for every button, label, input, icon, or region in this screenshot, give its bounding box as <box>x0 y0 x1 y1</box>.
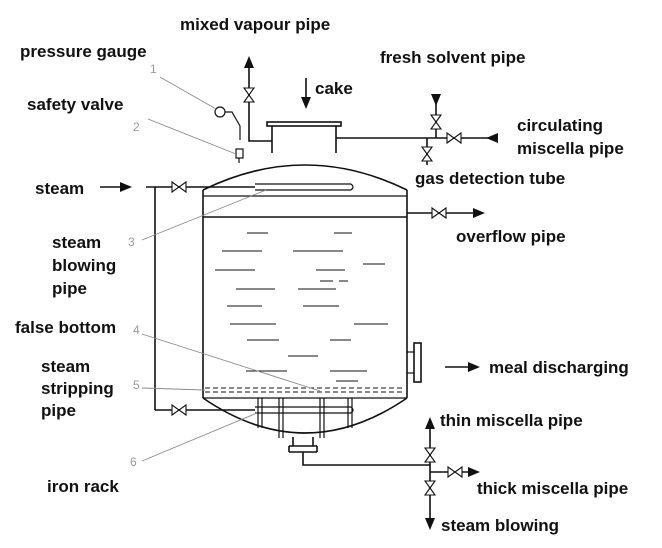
label-steam-blowing-pipe-3: pipe <box>52 279 87 298</box>
label-fresh-solvent-pipe: fresh solvent pipe <box>380 48 525 67</box>
label-steam-stripping-pipe-2: stripping <box>41 379 114 398</box>
label-overflow-pipe: overflow pipe <box>456 227 566 246</box>
steam-blowing-line <box>423 480 437 530</box>
mixed-vapour-line <box>242 56 272 142</box>
liquid-in-tank <box>203 216 407 382</box>
steam-supply-line <box>100 180 255 417</box>
part-number-5: 5 <box>133 378 140 392</box>
solvent-feed-line <box>336 94 498 165</box>
label-thick-miscella-pipe: thick miscella pipe <box>477 479 628 498</box>
label-steam-stripping-pipe-3: pipe <box>41 401 76 420</box>
label-steam: steam <box>35 179 84 198</box>
meal-discharging-arrow <box>445 362 480 372</box>
iron-rack <box>257 398 353 438</box>
steam-stripping-pipe <box>255 406 354 414</box>
part-numbers: 1 2 3 4 5 6 <box>128 62 157 469</box>
thin-miscella-line <box>423 417 437 465</box>
label-circulating: circulating <box>517 116 603 135</box>
thick-miscella-valve-icon <box>447 465 463 479</box>
tank-vessel <box>202 164 408 434</box>
label-iron-rack: iron rack <box>47 477 119 496</box>
label-meal-discharging: meal discharging <box>489 358 629 377</box>
safety-valve-icon <box>235 148 244 163</box>
part-number-4: 4 <box>133 323 140 337</box>
steam-bottom-valve-icon <box>171 403 187 417</box>
overflow-valve-icon <box>431 206 447 220</box>
steam-blowing-valve-icon <box>423 480 437 496</box>
false-bottom-plate <box>205 387 405 393</box>
part-number-3: 3 <box>128 235 135 249</box>
pressure-gauge-icon <box>214 106 241 140</box>
leader-lines <box>141 76 321 462</box>
steam-top-valve-icon <box>171 180 187 194</box>
part-number-6: 6 <box>130 455 137 469</box>
label-steam-blowing-pipe-2: blowing <box>52 256 116 275</box>
steam-blowing-pipe <box>255 183 354 191</box>
label-steam-blowing: steam blowing <box>441 516 559 535</box>
label-miscella-pipe: miscella pipe <box>517 139 624 158</box>
part-number-1: 1 <box>150 62 157 76</box>
label-thin-miscella-pipe: thin miscella pipe <box>440 411 583 430</box>
label-gas-detection-tube: gas detection tube <box>415 169 565 188</box>
fresh-solvent-valve-icon <box>429 114 443 130</box>
gas-detection-valve-icon <box>420 146 434 162</box>
thick-miscella-line <box>430 465 480 479</box>
bottom-outlet <box>288 437 431 520</box>
label-mixed-vapour-pipe: mixed vapour pipe <box>180 15 330 34</box>
part-number-2: 2 <box>133 120 140 134</box>
thin-miscella-valve-icon <box>423 447 437 463</box>
label-pressure-gauge: pressure gauge <box>20 42 147 61</box>
circulating-miscella-valve-icon <box>446 131 462 145</box>
label-false-bottom: false bottom <box>15 318 116 337</box>
mixed-vapour-valve-icon <box>242 87 256 103</box>
label-cake: cake <box>315 79 353 98</box>
cake-inlet <box>266 78 342 153</box>
overflow-line <box>407 206 485 220</box>
label-steam-blowing-pipe-1: steam <box>52 233 101 252</box>
meal-discharge-door <box>407 342 422 383</box>
label-steam-stripping-pipe-1: steam <box>41 357 90 376</box>
labels: mixed vapour pipe pressure gauge cake fr… <box>15 15 629 535</box>
label-safety-valve: safety valve <box>27 95 123 114</box>
